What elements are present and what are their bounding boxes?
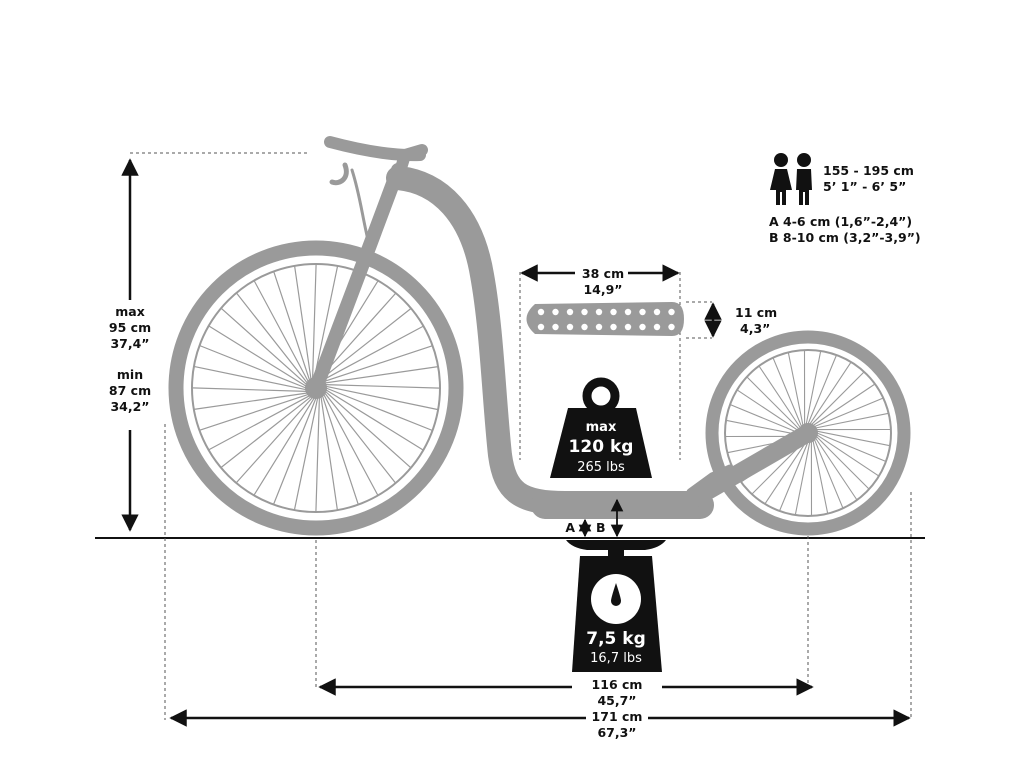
spoke bbox=[726, 420, 799, 435]
deck-hole bbox=[654, 309, 660, 315]
clearance-b-text: B 8-10 cm (3,2”-3,9”) bbox=[769, 230, 921, 245]
spoke bbox=[326, 388, 433, 431]
deck-hole bbox=[610, 324, 616, 330]
deck-width-in: 4,3” bbox=[740, 321, 770, 336]
total-length-in: 67,3” bbox=[597, 725, 636, 740]
deck-hole bbox=[668, 324, 674, 330]
spoke bbox=[209, 326, 307, 386]
deck-hole bbox=[538, 324, 544, 330]
clearance-b-label: B bbox=[596, 520, 606, 535]
rider-range-cm: 155 - 195 cm bbox=[823, 163, 914, 178]
deck-hole bbox=[596, 324, 602, 330]
deck-length-cm: 38 cm bbox=[582, 266, 624, 281]
deck-hole bbox=[581, 309, 587, 315]
spoke bbox=[806, 351, 821, 424]
deck-hole bbox=[552, 309, 558, 315]
spoke bbox=[326, 390, 424, 450]
clearance-a-label: A bbox=[565, 520, 575, 535]
spoke bbox=[236, 293, 307, 383]
spoke bbox=[200, 346, 307, 389]
clearance-a-text: A 4-6 cm (1,6”-2,4”) bbox=[769, 214, 912, 229]
height-min-cm: 87 cm bbox=[109, 383, 151, 398]
spoke bbox=[817, 431, 890, 446]
load-lbs: 265 lbs bbox=[577, 460, 625, 475]
brake-lever bbox=[332, 165, 346, 183]
spoke bbox=[810, 362, 851, 424]
deck-hole bbox=[610, 309, 616, 315]
spoke bbox=[192, 388, 307, 392]
spoke bbox=[325, 391, 411, 467]
spoke bbox=[221, 308, 307, 384]
scale-icon: 7,5 kg 16,7 lbs bbox=[566, 540, 666, 672]
spoke bbox=[313, 264, 317, 379]
spoke bbox=[325, 367, 438, 383]
height-max-label: max bbox=[115, 304, 145, 319]
deck-hole bbox=[654, 324, 660, 330]
deck-hole bbox=[596, 309, 602, 315]
height-max-cm: 95 cm bbox=[109, 320, 151, 335]
deck-length-in: 14,9” bbox=[583, 282, 622, 297]
front-fork bbox=[316, 170, 398, 388]
deck-width-cm: 11 cm bbox=[735, 305, 777, 320]
height-max-in: 37,4” bbox=[110, 336, 149, 351]
spoke bbox=[325, 393, 396, 483]
spoke bbox=[325, 385, 440, 389]
deck-plate bbox=[527, 302, 685, 336]
max-load-weight-icon: max 120 kg 265 lbs bbox=[550, 382, 652, 478]
spoke bbox=[813, 441, 828, 514]
load-kg: 120 kg bbox=[569, 437, 634, 457]
deck-hole bbox=[668, 309, 674, 315]
spoke bbox=[254, 398, 314, 496]
spoke bbox=[788, 352, 803, 425]
spoke bbox=[295, 266, 311, 379]
load-label: max bbox=[586, 420, 617, 435]
rider-info: 155 - 195 cm 5’ 1” - 6’ 5” A 4-6 cm (1,6… bbox=[769, 153, 921, 245]
rider-range-in: 5’ 1” - 6’ 5” bbox=[823, 179, 906, 194]
frame-tube bbox=[398, 178, 565, 503]
wheelbase-dimension: 116 cm 45,7” bbox=[316, 536, 812, 708]
scale-lbs: 16,7 lbs bbox=[590, 651, 642, 666]
spoke bbox=[221, 397, 311, 468]
total-length-dimension: 171 cm 67,3” bbox=[165, 424, 911, 740]
kickscooter-silhouette bbox=[176, 142, 904, 529]
spoke bbox=[316, 397, 320, 512]
rider-height-icon bbox=[770, 153, 812, 205]
wheelbase-in: 45,7” bbox=[597, 693, 636, 708]
scale-kg: 7,5 kg bbox=[586, 629, 646, 649]
wheelbase-cm: 116 cm bbox=[592, 677, 643, 692]
deck-hole bbox=[581, 324, 587, 330]
spoke bbox=[236, 397, 312, 483]
deck-hole bbox=[639, 309, 645, 315]
deck-hole bbox=[639, 324, 645, 330]
deck-hole bbox=[567, 324, 573, 330]
spoke bbox=[194, 393, 307, 409]
spoke bbox=[795, 442, 810, 515]
deck-hole bbox=[625, 309, 631, 315]
total-length-cm: 171 cm bbox=[592, 709, 643, 724]
deck-hole bbox=[538, 309, 544, 315]
spoke bbox=[274, 398, 317, 505]
brake-cable bbox=[352, 170, 368, 240]
spoke bbox=[816, 413, 889, 428]
deck-hole bbox=[625, 324, 631, 330]
height-min-in: 34,2” bbox=[110, 399, 149, 414]
height-min-label: min bbox=[117, 367, 143, 382]
deck-hole bbox=[567, 309, 573, 315]
spoke bbox=[321, 397, 337, 510]
spoke bbox=[737, 390, 799, 431]
deck-hole bbox=[552, 324, 558, 330]
spoke bbox=[817, 435, 879, 476]
